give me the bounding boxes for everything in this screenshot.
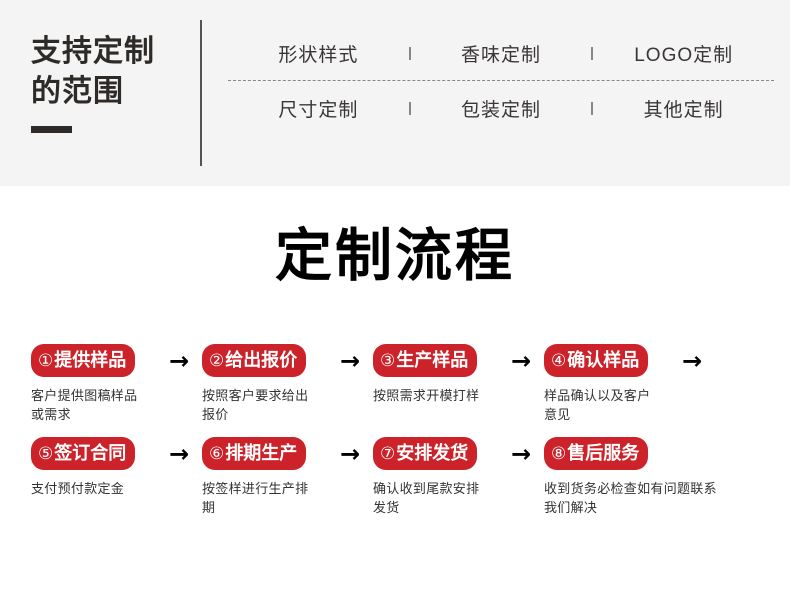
tag-size-custom[interactable]: 尺寸定制 bbox=[278, 99, 359, 121]
flow-arrow-icon: → bbox=[339, 440, 361, 468]
step-label-2: 给出报价 bbox=[225, 350, 298, 370]
custom-process-flow: ①提供样品 客户提供图稿样品或需求 → ②给出报价 按照客户要求给出报价 → ③… bbox=[0, 344, 790, 517]
step-label-7: 安排发货 bbox=[396, 443, 469, 463]
step-badge-7[interactable]: ⑦安排发货 bbox=[373, 437, 478, 470]
step-badge-8[interactable]: ⑧售后服务 bbox=[544, 437, 649, 470]
step-label-8: 售后服务 bbox=[567, 443, 640, 463]
process-step-1: ①提供样品 客户提供图稿样品或需求 bbox=[31, 344, 156, 424]
step-badge-3[interactable]: ③生产样品 bbox=[373, 344, 478, 377]
step-badge-5[interactable]: ⑤签订合同 bbox=[31, 437, 136, 470]
flow-arrow-icon: → bbox=[510, 440, 532, 468]
flow-row-first: ①提供样品 客户提供图稿样品或需求 → ②给出报价 按照客户要求给出报价 → ③… bbox=[0, 344, 790, 424]
header-title-underline bbox=[31, 126, 72, 133]
step-number-4: ④ bbox=[551, 351, 567, 370]
step-description-6: 按签样进行生产排期 bbox=[202, 481, 309, 515]
step-number-8: ⑧ bbox=[551, 444, 567, 463]
flow-row-second: ⑤签订合同 支付预付款定金 → ⑥排期生产 按签样进行生产排期 → ⑦安排发货 … bbox=[0, 437, 790, 517]
step-number-3: ③ bbox=[380, 351, 396, 370]
step-label-3: 生产样品 bbox=[396, 350, 469, 370]
step-description-4: 样品确认以及客户意见 bbox=[544, 388, 651, 422]
step-badge-4[interactable]: ④确认样品 bbox=[544, 344, 649, 377]
tag-separator-icon bbox=[408, 101, 411, 115]
tag-shape-style[interactable]: 形状样式 bbox=[278, 44, 359, 66]
process-step-2: ②给出报价 按照客户要求给出报价 bbox=[202, 344, 327, 424]
step-description-1: 客户提供图稿样品或需求 bbox=[31, 388, 138, 422]
page-title: 定制流程 bbox=[275, 224, 515, 288]
tag-packaging-custom[interactable]: 包装定制 bbox=[461, 99, 542, 121]
step-number-2: ② bbox=[209, 351, 225, 370]
step-badge-1[interactable]: ①提供样品 bbox=[31, 344, 136, 377]
process-step-4: ④确认样品 样品确认以及客户意见 bbox=[544, 344, 669, 424]
process-step-8: ⑧售后服务 收到货务必检查如有问题联系我们解决 bbox=[544, 437, 717, 517]
step-label-6: 排期生产 bbox=[225, 443, 298, 463]
flow-arrow-icon: → bbox=[510, 347, 532, 375]
tag-scent-custom[interactable]: 香味定制 bbox=[461, 44, 542, 66]
flow-arrow-icon: → bbox=[168, 347, 190, 375]
step-number-5: ⑤ bbox=[38, 444, 54, 463]
header-title: 支持定制 的范围 bbox=[31, 35, 155, 108]
step-description-2: 按照客户要求给出报价 bbox=[202, 388, 309, 422]
step-description-7: 确认收到尾款安排发货 bbox=[373, 481, 480, 515]
step-description-5: 支付预付款定金 bbox=[31, 481, 125, 496]
tag-dashed-divider bbox=[228, 80, 774, 81]
step-label-5: 签订合同 bbox=[54, 443, 127, 463]
tag-row-bottom: 尺寸定制 包装定制 其他定制 bbox=[228, 81, 774, 135]
step-label-4: 确认样品 bbox=[567, 350, 640, 370]
step-number-1: ① bbox=[38, 351, 54, 370]
flow-arrow-icon: → bbox=[681, 347, 703, 375]
tag-logo-custom[interactable]: LOGO定制 bbox=[634, 44, 734, 66]
tag-row-top: 形状样式 香味定制 LOGO定制 bbox=[228, 26, 774, 80]
step-badge-6[interactable]: ⑥排期生产 bbox=[202, 437, 307, 470]
flow-arrow-icon: → bbox=[339, 347, 361, 375]
step-description-8: 收到货务必检查如有问题联系我们解决 bbox=[544, 481, 717, 515]
process-step-5: ⑤签订合同 支付预付款定金 bbox=[31, 437, 156, 498]
tag-other-custom[interactable]: 其他定制 bbox=[643, 99, 724, 121]
customization-scope-header: 支持定制 的范围 形状样式 香味定制 LOGO定制 尺寸定制 包装定制 其他定制 bbox=[0, 0, 790, 186]
process-step-6: ⑥排期生产 按签样进行生产排期 bbox=[202, 437, 327, 517]
flow-arrow-icon: → bbox=[168, 440, 190, 468]
tag-separator-icon bbox=[591, 46, 594, 60]
step-number-6: ⑥ bbox=[209, 444, 225, 463]
header-vertical-divider bbox=[200, 20, 202, 166]
tag-separator-icon bbox=[591, 101, 594, 115]
tag-separator-icon bbox=[408, 46, 411, 60]
step-badge-2[interactable]: ②给出报价 bbox=[202, 344, 307, 377]
step-description-3: 按照需求开模打样 bbox=[373, 388, 480, 403]
customization-tag-area: 形状样式 香味定制 LOGO定制 尺寸定制 包装定制 其他定制 bbox=[228, 26, 774, 164]
step-number-7: ⑦ bbox=[380, 444, 396, 463]
step-label-1: 提供样品 bbox=[54, 350, 127, 370]
process-step-7: ⑦安排发货 确认收到尾款安排发货 bbox=[373, 437, 498, 517]
process-step-3: ③生产样品 按照需求开模打样 bbox=[373, 344, 498, 405]
